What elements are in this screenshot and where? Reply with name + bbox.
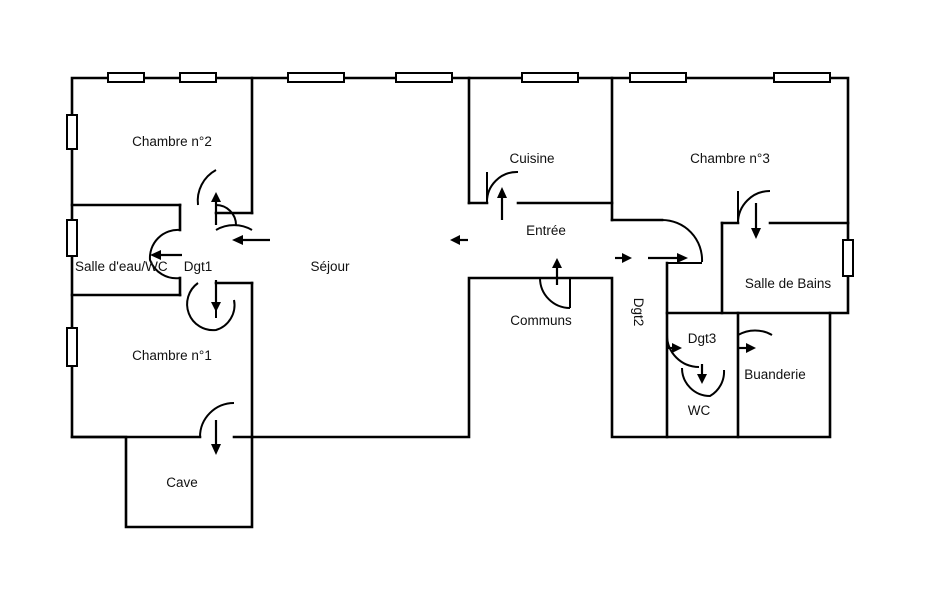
arrow-buanderie-right-icon	[738, 343, 756, 353]
arrow-dgt3-right-icon	[667, 343, 682, 353]
arrow-chambre1-down-icon	[211, 280, 221, 312]
label-entree: Entrée	[526, 223, 566, 238]
arrow-salle-eau-left-icon	[150, 250, 182, 260]
arrow-sejour-left-icon	[232, 235, 270, 245]
doors	[148, 169, 773, 438]
room-labels: Chambre n°2 Salle d'eau/WC Dgt1 Chambre …	[75, 134, 831, 490]
windows	[66, 72, 854, 367]
arrow-communs-up-icon	[552, 258, 562, 285]
label-wc: WC	[688, 403, 711, 418]
label-cave: Cave	[166, 475, 198, 490]
arrow-cave-down-icon	[211, 420, 221, 455]
arrow-chambre3-right-icon	[648, 253, 688, 263]
arrow-cuisine-up-icon	[497, 187, 507, 220]
label-dgt1: Dgt1	[184, 259, 213, 274]
arrow-entree-left-icon	[450, 235, 468, 245]
arrow-dgt2-right-icon	[615, 253, 632, 263]
label-salle-eau: Salle d'eau/WC	[75, 259, 168, 274]
arrow-wc-down-icon	[697, 364, 707, 384]
label-chambre-1: Chambre n°1	[132, 348, 212, 363]
label-cuisine: Cuisine	[509, 151, 554, 166]
label-dgt2: Dgt2	[631, 298, 646, 327]
arrows	[150, 187, 761, 455]
label-communs: Communs	[510, 313, 572, 328]
arrow-salle-bains-down-icon	[751, 203, 761, 239]
label-dgt3: Dgt3	[688, 331, 717, 346]
label-chambre-3: Chambre n°3	[690, 151, 770, 166]
label-chambre-2: Chambre n°2	[132, 134, 212, 149]
arrow-dgt1-up-icon	[211, 192, 221, 225]
label-buanderie: Buanderie	[744, 367, 806, 382]
label-sejour: Séjour	[310, 259, 350, 274]
label-salle-de-bains: Salle de Bains	[745, 276, 832, 291]
walls	[70, 76, 850, 529]
